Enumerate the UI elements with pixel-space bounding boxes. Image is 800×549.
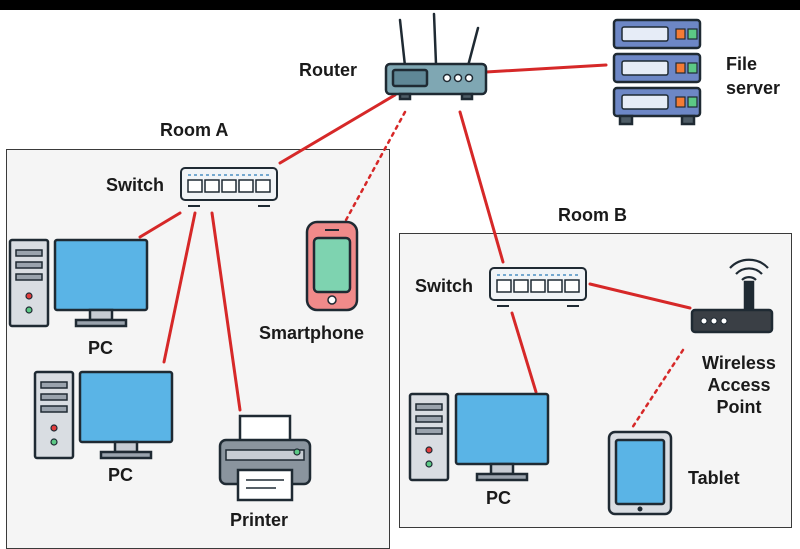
link-router-switch-b [458, 110, 505, 264]
link-switch-b-wap [588, 282, 692, 310]
pc-b-icon [408, 392, 550, 482]
network-diagram [8, 12, 774, 516]
room-a-label: Room A [160, 120, 229, 140]
smartphone-label: Smartphone [259, 323, 365, 343]
smartphone-icon [305, 220, 359, 312]
router-label: Router [299, 60, 357, 80]
room-b-boundary [399, 233, 792, 528]
link-wap-tablet-wireless [630, 348, 685, 430]
router-icon [384, 12, 488, 101]
links [138, 63, 692, 430]
link-switch-b-pc-b [510, 311, 538, 394]
link-switch-a-printer [210, 211, 242, 412]
pc-a1-icon [8, 238, 149, 328]
link-router-smartphone-wireless [344, 110, 407, 222]
printer-label: Printer [230, 510, 289, 530]
link-router-switch-a [278, 93, 397, 165]
pc-a2-label: PC [108, 465, 134, 485]
room-a-boundary [6, 149, 390, 549]
link-switch-a-pc-a1 [138, 211, 182, 239]
link-switch-a-pc-a2 [162, 211, 197, 364]
tablet-icon [607, 430, 673, 516]
file-server-icon [612, 18, 702, 126]
switch-a-label: Switch [106, 175, 165, 195]
pc-a2-icon [33, 370, 174, 460]
wap-label: Wireless Access Point [702, 353, 776, 417]
link-router-fileserver [484, 63, 608, 74]
tablet-label: Tablet [688, 468, 740, 488]
printer-icon [218, 414, 312, 502]
switch-b-label: Switch [415, 276, 474, 296]
file-server-label: File server [726, 54, 781, 98]
pc-a1-label: PC [88, 338, 114, 358]
switch-a-icon [180, 167, 278, 207]
top-black-bar [0, 0, 800, 10]
room-b-label: Room B [558, 205, 627, 225]
pc-b-label: PC [486, 488, 512, 508]
wireless-access-point-icon [690, 258, 774, 334]
switch-b-icon [489, 267, 587, 307]
